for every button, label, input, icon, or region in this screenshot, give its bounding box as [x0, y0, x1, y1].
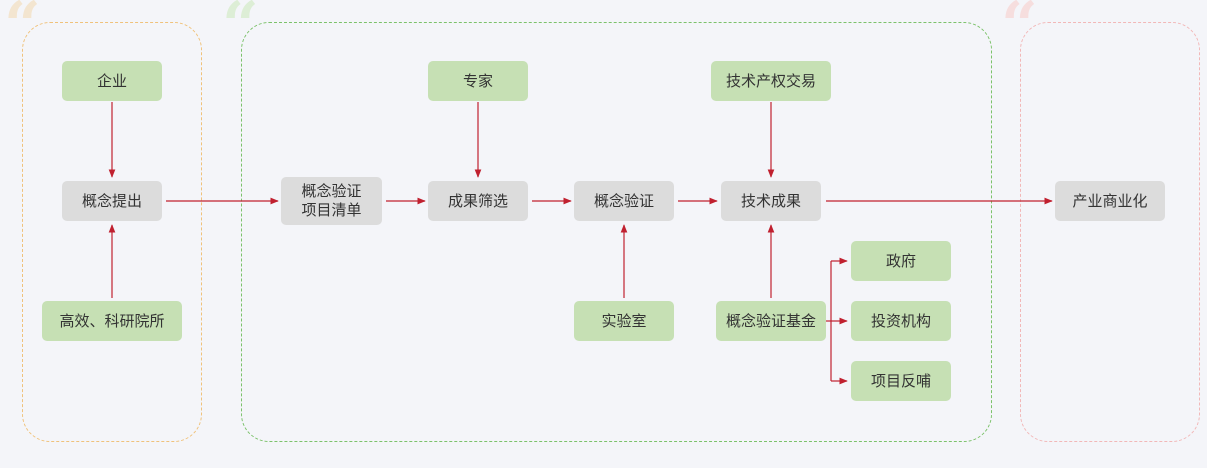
quote-mark-icon: “ — [4, 0, 41, 63]
stage-panel-commercialization — [1020, 22, 1200, 442]
node-label: 实验室 — [601, 311, 647, 330]
node-label: 概念提出 — [81, 191, 142, 210]
stage-panel-validation — [241, 22, 992, 442]
node-experts: 专家 — [428, 61, 528, 101]
node-enterprise: 企业 — [62, 61, 162, 101]
node-laboratory: 实验室 — [574, 301, 674, 341]
node-poc-project-list: 概念验证 项目清单 — [281, 177, 382, 225]
node-concept-validation: 概念验证 — [574, 181, 674, 221]
node-result-screening: 成果筛选 — [428, 181, 528, 221]
node-ip-trading: 技术产权交易 — [711, 61, 831, 101]
node-label: 产业商业化 — [1072, 191, 1148, 210]
node-label: 专家 — [462, 71, 493, 90]
node-label: 概念验证 — [593, 191, 654, 210]
node-label: 投资机构 — [870, 311, 931, 330]
node-label-line1: 概念验证 — [301, 182, 362, 200]
quote-mark-icon: “ — [222, 0, 259, 63]
node-government: 政府 — [851, 241, 951, 281]
node-label: 政府 — [885, 251, 916, 270]
node-label: 技术产权交易 — [725, 71, 816, 90]
node-label: 项目反哺 — [870, 371, 931, 390]
node-project-feedback: 项目反哺 — [851, 361, 951, 401]
node-label: 高效、科研院所 — [59, 311, 165, 330]
stage-panel-proposal — [22, 22, 202, 442]
node-label: 技术成果 — [740, 191, 801, 210]
node-concept-proposal: 概念提出 — [62, 181, 162, 221]
node-label: 成果筛选 — [447, 191, 508, 210]
quote-mark-icon: “ — [1001, 0, 1038, 63]
node-label: 概念验证基金 — [725, 311, 816, 330]
node-universities: 高效、科研院所 — [42, 301, 182, 341]
node-industrialization: 产业商业化 — [1055, 181, 1165, 221]
node-investors: 投资机构 — [851, 301, 951, 341]
node-label: 企业 — [96, 71, 127, 90]
node-label-line2: 项目清单 — [301, 201, 362, 219]
node-poc-fund: 概念验证基金 — [716, 301, 826, 341]
node-tech-results: 技术成果 — [721, 181, 821, 221]
